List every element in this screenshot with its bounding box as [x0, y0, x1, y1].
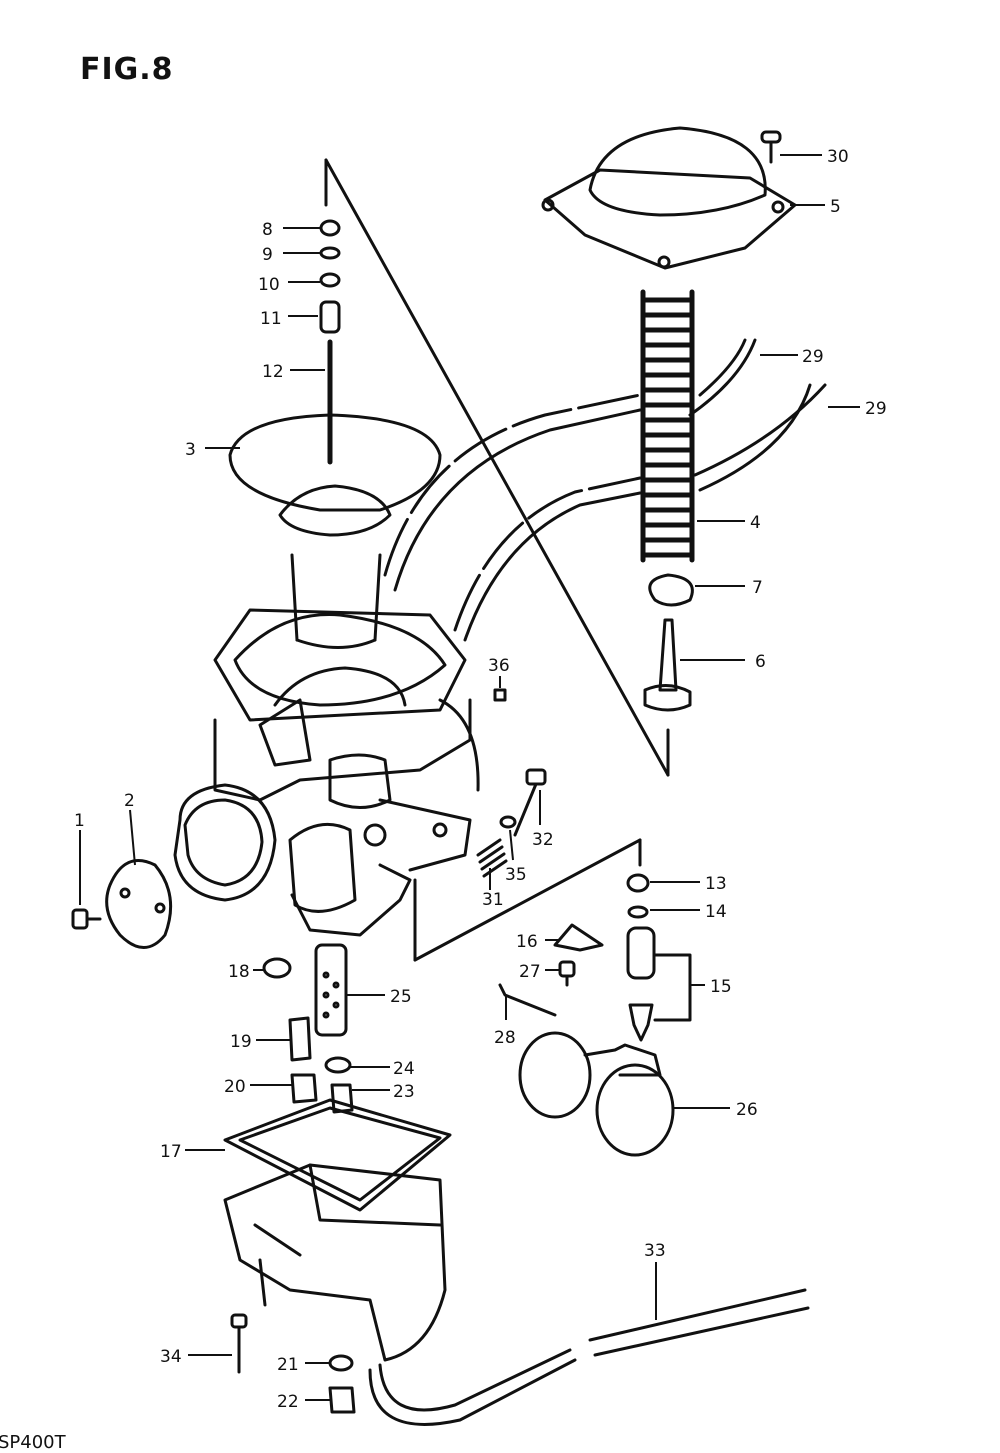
float	[518, 1031, 675, 1157]
callout-14: 14	[705, 902, 727, 922]
callout-25: 25	[390, 987, 412, 1007]
diaphragm-piston	[228, 413, 442, 649]
callout-7: 7	[752, 578, 763, 598]
emulsion-tube	[314, 943, 348, 1037]
callout-9: 9	[262, 245, 273, 265]
callout-5: 5	[830, 197, 841, 217]
callout-27: 27	[519, 962, 541, 982]
callout-8: 8	[262, 220, 273, 240]
drain-washer	[328, 1354, 354, 1372]
jet-plug	[262, 957, 292, 979]
throttle-spring	[640, 289, 695, 563]
needle-valve	[626, 926, 656, 1042]
callout-12: 12	[262, 362, 284, 382]
float-clip	[553, 923, 604, 952]
callout-18: 18	[228, 962, 250, 982]
callout-10: 10	[258, 275, 280, 295]
callout-13: 13	[705, 874, 727, 894]
callout-15: 15	[710, 977, 732, 997]
callout-29a: 29	[802, 347, 824, 367]
callout-11: 11	[260, 309, 282, 329]
callout-28: 28	[494, 1028, 516, 1048]
callout-34: 34	[160, 1347, 182, 1367]
float-bracket-line	[413, 838, 642, 962]
vent-hose-29	[383, 338, 827, 642]
throttle-screw	[476, 768, 547, 878]
callout-35: 35	[505, 865, 527, 885]
callout-21: 21	[277, 1355, 299, 1375]
jet-washer	[324, 1056, 352, 1074]
float-bowl-gasket	[223, 1098, 452, 1212]
float-pin	[498, 983, 557, 1017]
plate-screw	[71, 908, 102, 930]
callout-17: 17	[160, 1142, 182, 1162]
clip-ring	[648, 573, 694, 607]
carburetor-top-cap	[541, 126, 797, 270]
cap-screw	[760, 130, 782, 164]
main-jet	[288, 1016, 312, 1062]
callout-36: 36	[488, 656, 510, 676]
leader-lines	[79, 154, 860, 1401]
callout-bracket-15	[653, 953, 692, 1022]
seat-cap	[626, 873, 650, 893]
callout-32: 32	[532, 830, 554, 850]
callout-20: 20	[224, 1077, 246, 1097]
callout-4: 4	[750, 513, 761, 533]
callout-30: 30	[827, 147, 849, 167]
clip-screw	[558, 960, 576, 987]
callout-6: 6	[755, 652, 766, 672]
callout-33: 33	[644, 1241, 666, 1261]
cover-plate	[105, 859, 173, 949]
assembly-bracket-line	[324, 158, 670, 777]
small-plug	[493, 688, 507, 702]
figure-title: FIG.8	[80, 52, 174, 87]
callout-26: 26	[736, 1100, 758, 1120]
drain-hose	[368, 1288, 810, 1426]
float-bowl	[223, 1163, 447, 1362]
figure-code: SP400T	[0, 1432, 66, 1453]
callout-3: 3	[185, 440, 196, 460]
callout-31: 31	[482, 890, 504, 910]
callout-24: 24	[393, 1059, 415, 1079]
seat-washer	[627, 905, 649, 919]
jet-needle	[643, 618, 692, 712]
bowl-screw	[230, 1313, 248, 1374]
carburetor-body	[173, 608, 480, 937]
callout-16: 16	[516, 932, 538, 952]
callout-29b: 29	[865, 399, 887, 419]
callout-labels: 8 9 10 11 12 3 30 5 29 29 4 7 6 36 2 1 3…	[74, 147, 887, 1412]
drain-plug	[328, 1386, 356, 1414]
pilot-jet	[290, 1073, 318, 1104]
callout-2: 2	[124, 791, 135, 811]
callout-23: 23	[393, 1082, 415, 1102]
needle-jet-holder	[330, 1083, 354, 1114]
callout-19: 19	[230, 1032, 252, 1052]
callout-1: 1	[74, 811, 85, 831]
needle-stack	[319, 219, 341, 465]
callout-22: 22	[277, 1392, 299, 1412]
